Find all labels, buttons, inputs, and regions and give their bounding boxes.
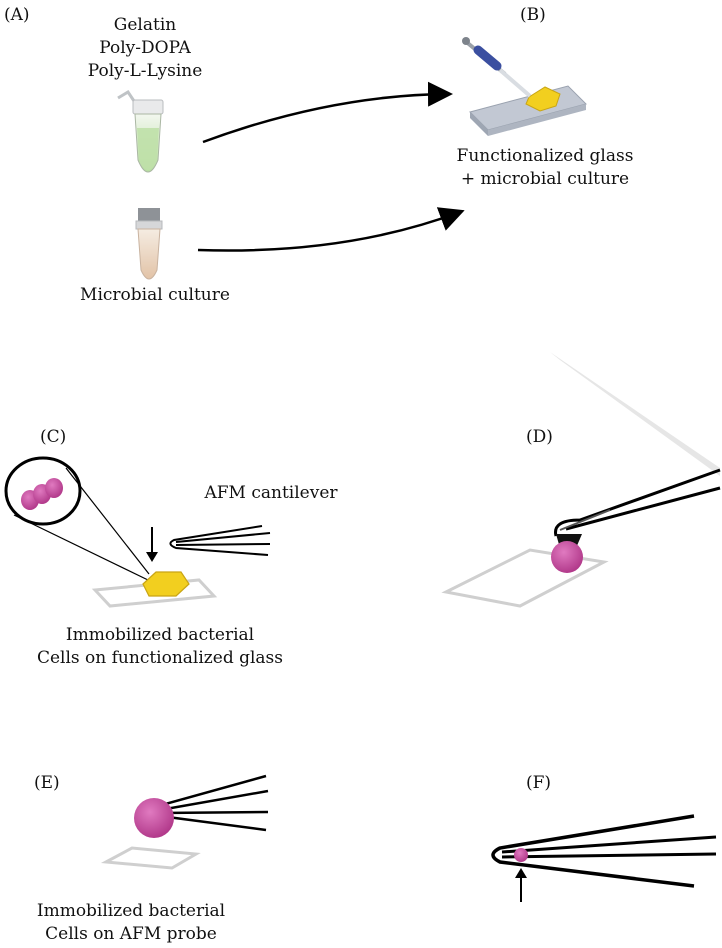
arrow-reagent-to-glass: [202, 81, 453, 144]
microbial-culture-label: Microbial culture: [80, 285, 230, 305]
panel-label-a: (A): [4, 5, 30, 25]
afm-probe-with-cell-icon: [550, 352, 721, 573]
glass-slide-with-cells-icon: [91, 571, 218, 608]
immobilized-probe-caption-line-2: Cells on AFM probe: [45, 924, 217, 944]
afm-probe-with-small-cell-icon: [491, 814, 717, 888]
reagent-poly-dopa: Poly-DOPA: [99, 38, 191, 58]
reagent-gelatin: Gelatin: [113, 15, 177, 35]
afm-cantilever-icon: [169, 525, 271, 556]
immobilized-probe-caption: Immobilized bacterial Cells on AFM probe: [0, 900, 262, 946]
glass-slide-icon: [469, 85, 587, 136]
culture-tube-icon: [135, 208, 163, 280]
panel-label-c: (C): [40, 427, 67, 447]
panel-label-b: (B): [520, 5, 546, 25]
immobilized-glass-caption-line-2: Cells on functionalized glass: [36, 648, 284, 668]
immobilized-probe-caption-line-1: Immobilized bacterial: [36, 901, 226, 921]
immobilized-glass-caption: Immobilized bacterial Cells on functiona…: [10, 624, 310, 670]
glass-slide-icon-d: [441, 548, 609, 608]
arrow-culture-to-glass: [197, 207, 465, 252]
glass-caption-line-1: Functionalized glass: [456, 146, 634, 166]
glass-caption: Functionalized glass + microbial culture: [430, 145, 660, 191]
reagent-tube-icon: [117, 89, 164, 173]
panel-label-f: (F): [526, 773, 552, 793]
pipette-icon: [462, 37, 532, 98]
panel-label-e: (E): [34, 773, 60, 793]
reagent-poly-l-lysine: Poly-L-Lysine: [87, 61, 203, 81]
immobilized-glass-caption-line-1: Immobilized bacterial: [65, 625, 255, 645]
panel-label-d: (D): [526, 427, 553, 447]
afm-probe-with-cell-icon-e: [134, 774, 269, 838]
up-arrow-icon: [515, 868, 527, 902]
glass-caption-line-2: + microbial culture: [460, 169, 630, 189]
down-arrow-icon: [146, 527, 158, 562]
zoom-circle-icon: [4, 456, 150, 581]
glass-slide-icon-e: [100, 846, 201, 870]
reagent-list: Gelatin Poly-DOPA Poly-L-Lysine: [70, 14, 220, 83]
afm-cantilever-label: AFM cantilever: [204, 483, 338, 503]
